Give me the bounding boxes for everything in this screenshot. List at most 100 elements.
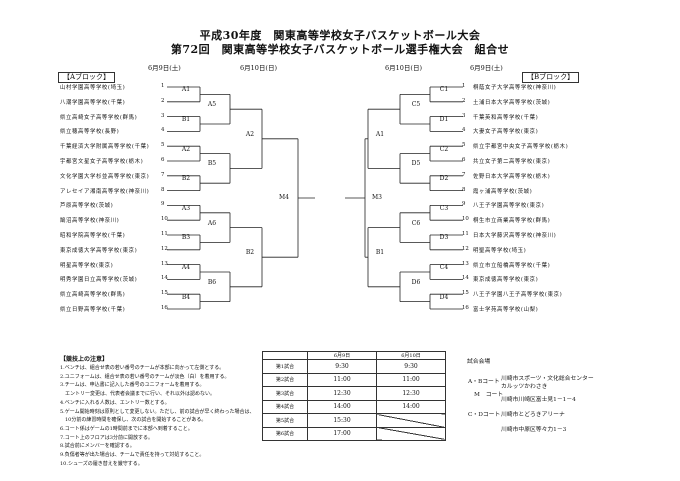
game-label: B2 <box>245 249 255 257</box>
venue-ab-address: 川崎市川崎区富士見1－1－4 <box>501 397 576 403</box>
block-b-label: 【Bブロック】 <box>522 72 580 83</box>
schedule-cell-d2 <box>376 426 446 441</box>
schedule-cell-d1: 11:00 <box>307 372 377 387</box>
team-name: アレセイア湘南高等学校(神奈川) <box>60 188 150 195</box>
team-name: 八潮学園高等学校(千葉) <box>60 99 126 106</box>
team-name: 県立高崎高等学校(群馬) <box>60 292 126 299</box>
team-name: 富士学苑高等学校(山梨) <box>473 307 539 313</box>
schedule-cell-d2: 11:00 <box>376 372 446 387</box>
schedule-header-row: 6月9日 6月10日 <box>262 351 446 360</box>
game-label: B4 <box>181 293 191 301</box>
team-name: 山村学園高等学校(埼玉) <box>60 85 126 91</box>
team-name: 佐野日本大学高等学校(栃木) <box>473 173 551 180</box>
note-line: 4.ベンチに入れる人数は、エントリー数とする。 <box>60 399 170 406</box>
team-number: 10 <box>462 216 469 223</box>
team-number: 6 <box>462 157 466 163</box>
schedule-cell-label: 第6試合 <box>262 426 308 441</box>
game-label: D5 <box>411 160 421 168</box>
game-label: B2 <box>181 175 191 183</box>
team-number: 13 <box>462 260 469 267</box>
team-name: 県立高崎女子高等学校(群馬) <box>60 114 138 121</box>
team-number: 8 <box>462 186 466 193</box>
team-number: 1 <box>161 83 165 89</box>
note-line: 7.コート上のフロアは3分前に開放する。 <box>60 434 153 441</box>
team-name: 県立市立船橋高等学校(千葉) <box>473 262 551 269</box>
game-label: C4 <box>439 264 449 271</box>
team-name: 県立宇都宮中央女子高等学校(栃木) <box>473 144 569 151</box>
note-line: 3.チームは、申込書に記入した番号のユニフォームを着用する。 <box>60 382 205 389</box>
team-number: 2 <box>462 97 466 104</box>
team-number: 3 <box>161 112 165 119</box>
team-number: 7 <box>161 171 165 178</box>
game-label: C6 <box>411 219 421 227</box>
game-label: D1 <box>439 116 449 123</box>
team-number: 3 <box>462 112 466 119</box>
game-label: C1 <box>439 86 449 94</box>
venue-ab-sub: カルッツかわさき <box>501 384 548 390</box>
note-line: 1.ベンチは、組合せ表の若い番号のチームが本部に向かって左側とする。 <box>60 365 225 371</box>
team-number: 14 <box>161 275 168 282</box>
game-label: D2 <box>439 175 449 183</box>
team-number: 5 <box>462 142 466 149</box>
team-name: 昭和学院高等学校(千葉) <box>60 233 126 239</box>
team-name: 明星高等学校(東京) <box>60 262 114 269</box>
game-label: C5 <box>411 101 421 109</box>
schedule-cell-d2: 14:00 <box>376 399 446 414</box>
team-number: 5 <box>161 142 165 149</box>
game-label: B3 <box>181 234 191 242</box>
game-label: D6 <box>411 278 421 286</box>
team-number: 4 <box>462 127 466 134</box>
team-number: 9 <box>462 201 466 208</box>
game-label: A5 <box>207 101 217 109</box>
team-number: 10 <box>161 216 168 223</box>
game-label: A2 <box>181 145 191 153</box>
team-number: 14 <box>462 275 469 282</box>
schedule-cell-label: 第1試合 <box>262 359 308 374</box>
schedule-cell-label: 第3試合 <box>262 386 308 401</box>
team-name: 文化学園大学杉並高等学校(東京) <box>60 173 150 180</box>
schedule-cell-d1: 14:00 <box>307 399 377 414</box>
date-right-outer: 6月9日(土) <box>470 64 503 72</box>
team-number: 9 <box>161 201 165 208</box>
team-name: 県立日野高等学校(千葉) <box>60 307 126 313</box>
team-number: 15 <box>462 290 469 297</box>
block-a-label: 【Aブロック】 <box>58 72 116 83</box>
date-right-inner: 6月10日(日) <box>385 64 422 72</box>
note-line: 10分前の練習時間を確保し、次の試合を開始することがある。 <box>60 417 207 424</box>
venue-title: 試合会場 <box>467 359 491 365</box>
team-number: 6 <box>161 157 165 163</box>
team-number: 12 <box>161 245 168 252</box>
game-label: A4 <box>181 264 191 271</box>
schedule-cell-d1: 15:30 <box>307 413 377 428</box>
team-number: 8 <box>161 186 165 193</box>
note-line: エントリー変更は、代表者会議までに行い、それ以外は認めない。 <box>60 391 216 398</box>
team-name: 共立女子第二高等学校(東京) <box>473 159 551 165</box>
schedule-header-day1: 6月9日 <box>307 351 377 360</box>
note-line: 2.ユニフォームは、組合せ表の若い番号のチームが淡色（白）を着用する。 <box>60 373 230 380</box>
game-label: A6 <box>207 219 217 227</box>
team-name: 桐生市立商業高等学校(群馬) <box>473 218 551 225</box>
note-line: 10.シューズの履き替えを厳守する。 <box>60 460 143 467</box>
note-line: 6.コート係はゲームの1時間前までに本部へ到着すること。 <box>60 425 193 432</box>
schedule-cell-d1: 9:30 <box>307 359 377 374</box>
schedule-header-empty <box>262 351 308 360</box>
team-number: 13 <box>161 260 168 267</box>
notes-list: 1.ベンチは、組合せ表の若い番号のチームが本部に向かって左側とする。 2.ユニフォ… <box>60 364 254 468</box>
note-line: 8.試合前にメンバーを確認する。 <box>60 443 135 450</box>
team-name: 大妻女子高等学校(東京) <box>473 129 539 136</box>
venue-cd-label: C・Dコート <box>468 412 501 418</box>
game-label: D4 <box>439 293 449 301</box>
tournament-bracket <box>167 86 463 310</box>
team-number: 15 <box>161 290 168 297</box>
team-name: 県立穂高等学校(長野) <box>60 129 120 136</box>
team-number: 11 <box>462 231 469 237</box>
team-name: 千葉経済大学附属高等学校(千葉) <box>60 144 150 151</box>
game-label: M3 <box>372 194 382 201</box>
title-line-1: 平成30年度 関東高等学校女子バスケットボール大会 <box>199 29 481 42</box>
game-label: A3 <box>181 204 191 212</box>
team-name: 明聖高等学校(埼玉) <box>473 247 527 254</box>
date-left-inner: 6月10日(日) <box>240 64 277 72</box>
